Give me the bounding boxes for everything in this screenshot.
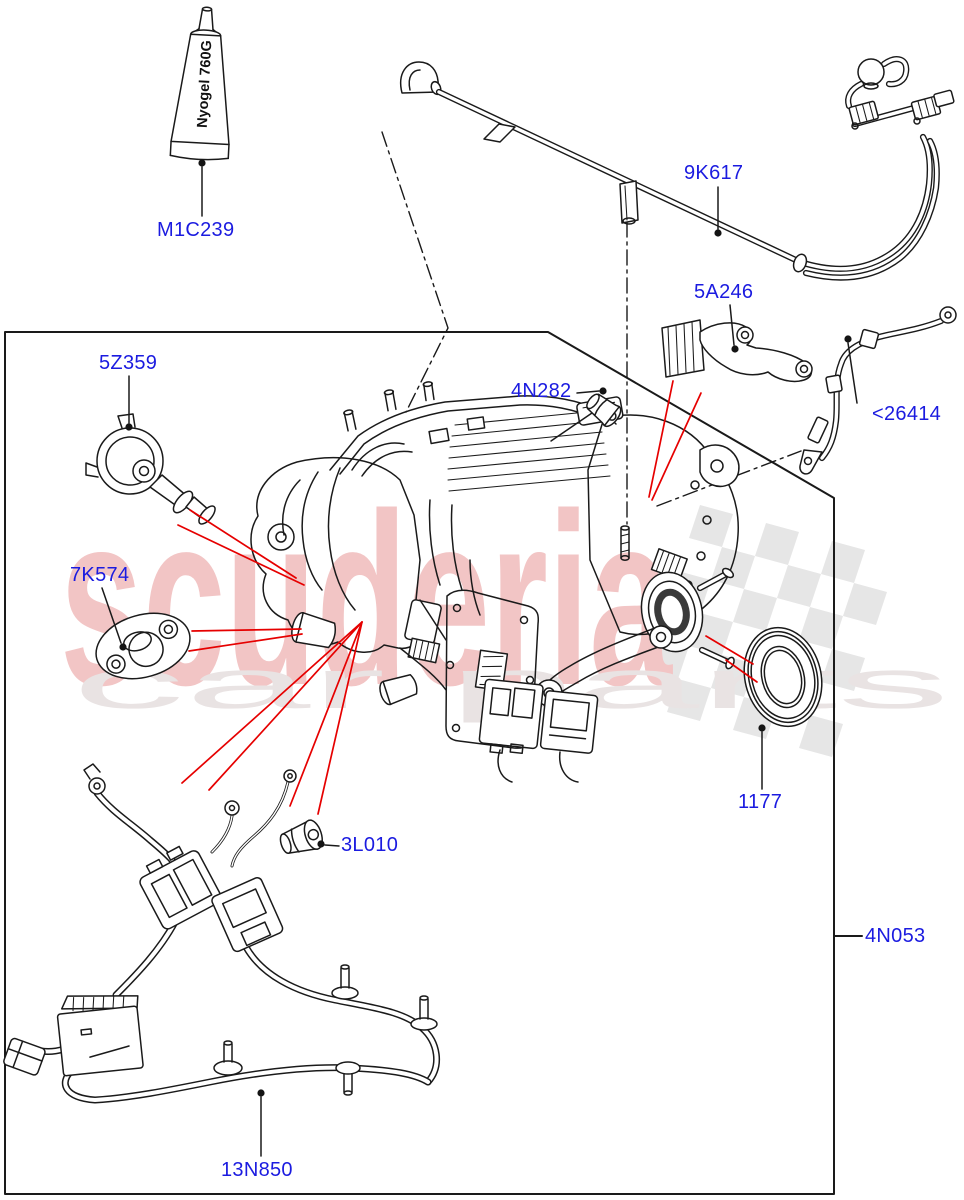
main-assembly-4n053 bbox=[250, 381, 740, 783]
sensor-5z359 bbox=[85, 413, 216, 525]
plug-4n282 bbox=[586, 393, 622, 428]
part-label-4n053[interactable]: 4N053 bbox=[865, 925, 926, 947]
tube-clamp-bracket bbox=[619, 180, 639, 225]
part-label-26414[interactable]: <26414 bbox=[872, 403, 942, 425]
tube-clip bbox=[792, 253, 808, 273]
vacuum-ball-fitting bbox=[857, 58, 885, 86]
plug-3l010 bbox=[279, 819, 323, 854]
nyogel-tube-text: Nyogel 760G bbox=[195, 40, 216, 129]
boss-studs bbox=[696, 567, 735, 670]
label-leader-lines bbox=[101, 159, 858, 1157]
harness-connector-small bbox=[3, 1037, 46, 1076]
mount-bolt bbox=[620, 525, 630, 561]
harness-module bbox=[56, 995, 144, 1077]
tube-clip-diamond bbox=[483, 123, 516, 143]
red-leader-lines bbox=[177, 380, 758, 815]
harness-connector bbox=[211, 877, 284, 953]
nyogel-tube-illustration: Nyogel 760G bbox=[169, 6, 230, 161]
part-label-m1c239[interactable]: M1C239 bbox=[157, 219, 235, 241]
part-label-13n850[interactable]: 13N850 bbox=[221, 1159, 293, 1181]
harness-connector bbox=[139, 845, 223, 930]
part-label-4n282[interactable]: 4N282 bbox=[511, 380, 572, 402]
harness-stud-clips bbox=[213, 964, 438, 1096]
tube-assembly-9k617 bbox=[400, 56, 955, 281]
part-label-3l010[interactable]: 3L010 bbox=[341, 834, 399, 856]
wiring-harness-13n850 bbox=[3, 763, 441, 1104]
output-boss bbox=[640, 571, 704, 653]
part-label-9k617[interactable]: 9K617 bbox=[684, 162, 744, 184]
part-label-5z359[interactable]: 5Z359 bbox=[99, 352, 158, 374]
seal-1177 bbox=[743, 626, 823, 728]
bracket-5a246 bbox=[661, 319, 813, 383]
diagram-border bbox=[4, 331, 863, 1195]
plug-7k574 bbox=[95, 612, 191, 680]
part-label-5a246[interactable]: 5A246 bbox=[694, 281, 754, 303]
part-label-1177[interactable]: 1177 bbox=[738, 791, 783, 813]
part-label-7k574[interactable]: 7K574 bbox=[70, 564, 130, 586]
battery-cable-26414 bbox=[799, 306, 957, 475]
watermark-brand: scuderia bbox=[60, 462, 673, 736]
